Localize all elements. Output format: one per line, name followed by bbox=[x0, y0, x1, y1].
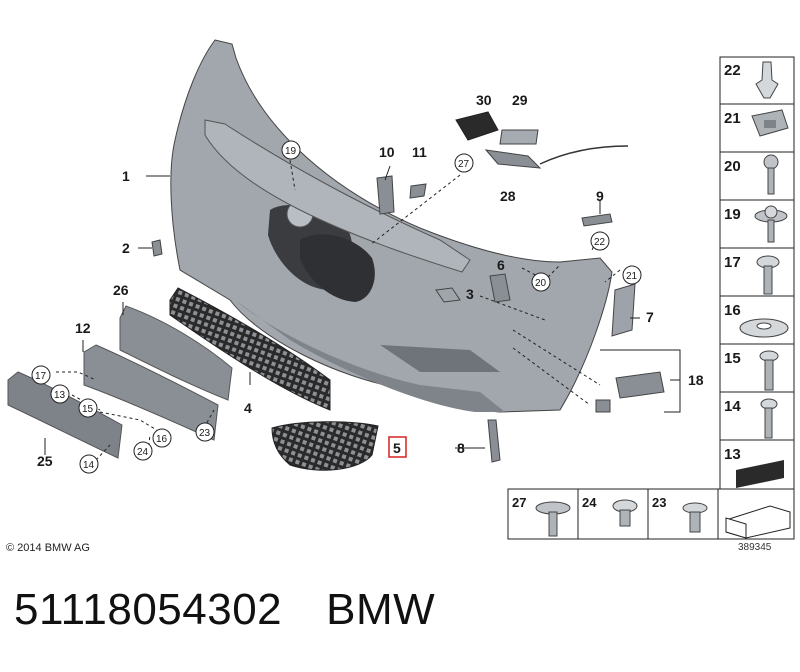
fastener-bottom-panel: 27 24 23 bbox=[507, 488, 795, 540]
callout-7: 7 bbox=[646, 309, 654, 325]
side-14: 14 bbox=[724, 398, 741, 415]
callout-11: 11 bbox=[412, 144, 427, 160]
bottom-27: 27 bbox=[512, 495, 526, 510]
circle-19: 19 bbox=[285, 146, 297, 157]
callout-5: 5 bbox=[393, 440, 401, 456]
callout-1: 1 bbox=[122, 168, 130, 184]
side-21: 21 bbox=[724, 110, 741, 127]
circled-labels: 19 27 22 20 21 17 13 15 16 23 24 14 bbox=[35, 146, 638, 471]
side-17: 17 bbox=[724, 254, 741, 271]
circle-24: 24 bbox=[137, 447, 149, 458]
callout-9: 9 bbox=[596, 188, 604, 204]
small-parts bbox=[151, 111, 665, 463]
circle-27: 27 bbox=[458, 159, 470, 170]
circle-13: 13 bbox=[54, 390, 66, 401]
lower-grille bbox=[169, 287, 331, 411]
callout-25: 25 bbox=[37, 453, 53, 469]
side-16: 16 bbox=[724, 302, 741, 319]
callout-5-highlight[interactable]: 5 bbox=[388, 436, 407, 458]
circle-20: 20 bbox=[535, 278, 547, 289]
part-number[interactable]: 51118054302 bbox=[14, 585, 283, 634]
callout-26: 26 bbox=[113, 282, 129, 298]
callout-3: 3 bbox=[466, 286, 474, 302]
callout-8: 8 bbox=[457, 440, 465, 456]
fastener-side-panel: 22 21 20 19 17 16 15 14 13 bbox=[719, 56, 795, 490]
diagram-reference: 389345 bbox=[738, 542, 772, 553]
circle-14: 14 bbox=[83, 460, 95, 471]
side-22: 22 bbox=[724, 62, 741, 79]
side-15: 15 bbox=[724, 350, 741, 367]
circle-17: 17 bbox=[35, 371, 47, 382]
part-brand: BMW bbox=[326, 585, 436, 634]
lower-grille-5 bbox=[271, 421, 379, 471]
side-20: 20 bbox=[724, 158, 741, 175]
bottom-23: 23 bbox=[652, 495, 666, 510]
callout-18: 18 bbox=[688, 372, 704, 388]
callout-10: 10 bbox=[379, 144, 395, 160]
bottom-24: 24 bbox=[582, 495, 597, 510]
callout-28: 28 bbox=[500, 188, 516, 204]
circle-15: 15 bbox=[82, 404, 94, 415]
callout-6: 6 bbox=[497, 257, 505, 273]
licence-plate-bases bbox=[7, 305, 233, 459]
callout-30: 30 bbox=[476, 92, 492, 108]
side-19: 19 bbox=[724, 206, 741, 223]
circle-22: 22 bbox=[594, 237, 606, 248]
callout-2: 2 bbox=[122, 240, 130, 256]
callout-4: 4 bbox=[244, 400, 252, 416]
side-13: 13 bbox=[724, 446, 741, 463]
part-number-line: 51118054302 BMW bbox=[14, 585, 435, 635]
circle-23: 23 bbox=[199, 428, 211, 439]
circle-21: 21 bbox=[626, 271, 638, 282]
upper-cover-strip bbox=[204, 119, 471, 273]
circle-16: 16 bbox=[156, 434, 168, 445]
callout-12: 12 bbox=[75, 320, 91, 336]
callout-labels: 1 2 3 4 6 7 8 9 10 11 12 18 25 26 28 29 … bbox=[37, 92, 704, 469]
callout-29: 29 bbox=[512, 92, 528, 108]
copyright-text: © 2014 BMW AG bbox=[6, 542, 90, 554]
circled-callouts bbox=[31, 140, 642, 474]
